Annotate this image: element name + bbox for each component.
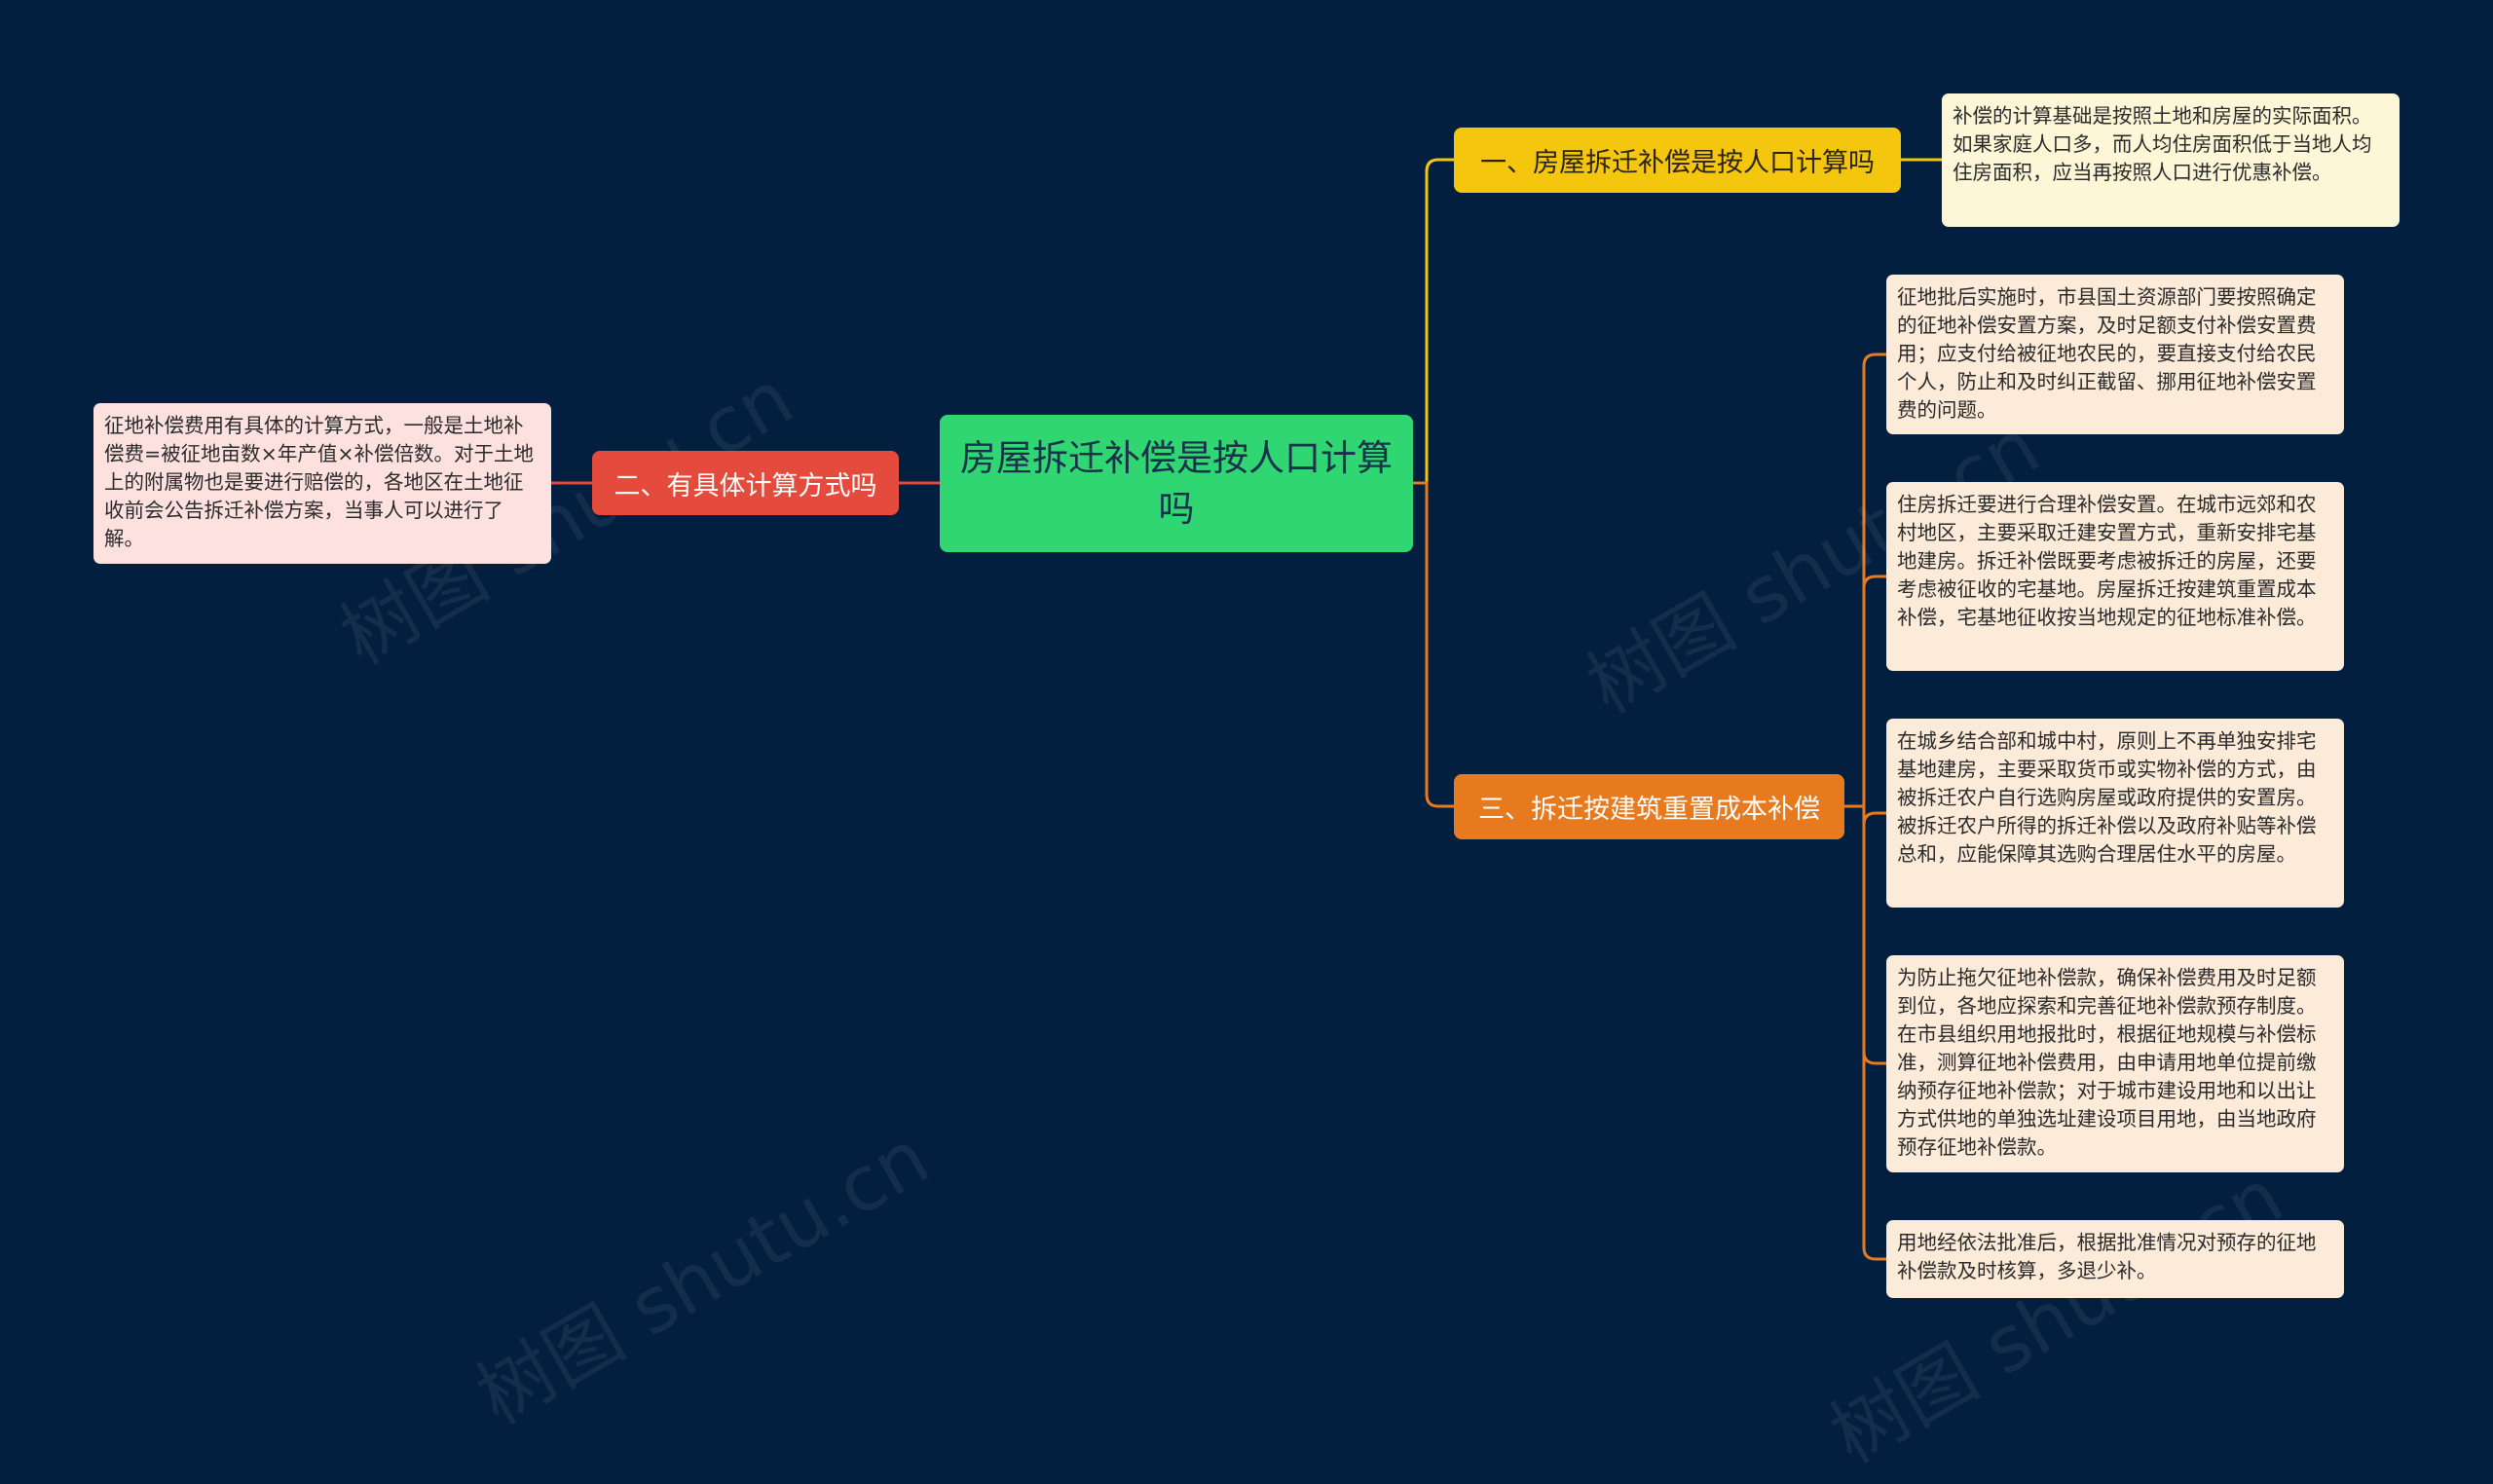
connector-branch3-leaf1 xyxy=(1862,575,1886,806)
branch-1-label: 一、房屋拆迁补偿是按人口计算吗 xyxy=(1480,148,1875,178)
connector-branch3-leaf0 xyxy=(1862,352,1886,806)
branch-2-leaf[interactable]: 征地补偿费用有具体的计算方式，一般是土地补偿费=被征地亩数×年产值×补偿倍数。对… xyxy=(93,403,551,564)
branch-3-leaf-2[interactable]: 住房拆迁要进行合理补偿安置。在城市远郊和农村地区，主要采取迁建安置方式，重新安排… xyxy=(1886,482,2344,671)
branch-3-leaf-3[interactable]: 在城乡结合部和城中村，原则上不再单独安排宅基地建房，主要采取货币或实物补偿的方式… xyxy=(1886,719,2344,908)
root-topic-label: 房屋拆迁补偿是按人口计算吗 xyxy=(960,436,1393,530)
branch-1-leaf[interactable]: 补偿的计算基础是按照土地和房屋的实际面积。如果家庭人口多，而人均住房面积低于当地… xyxy=(1942,93,2400,227)
branch-1[interactable]: 一、房屋拆迁补偿是按人口计算吗 xyxy=(1454,128,1901,193)
connector-branch3-leaf2 xyxy=(1862,806,1886,826)
branch-3-leaf-5[interactable]: 用地经依法批准后，根据批准情况对预存的征地补偿款及时核算，多退少补。 xyxy=(1886,1220,2344,1298)
branch-2-label: 二、有具体计算方式吗 xyxy=(614,470,877,501)
root-topic[interactable]: 房屋拆迁补偿是按人口计算吗 xyxy=(940,415,1413,552)
branch-3[interactable]: 三、拆迁按建筑重置成本补偿 xyxy=(1454,774,1844,839)
branch-3-leaf-4[interactable]: 为防止拖欠征地补偿款，确保补偿费用及时足额到位，各地应探索和完善征地补偿款预存制… xyxy=(1886,955,2344,1172)
connector-lines xyxy=(551,158,1942,1261)
branch-3-leaf-1[interactable]: 征地批后实施时，市县国土资源部门要按照确定的征地补偿安置方案，及时足额支付补偿安… xyxy=(1886,275,2344,434)
connector-root-branch1 xyxy=(1413,158,1454,485)
branch-2[interactable]: 二、有具体计算方式吗 xyxy=(592,451,899,515)
connector-root-branch3 xyxy=(1413,481,1454,808)
connector-branch3-leaf4 xyxy=(1862,806,1886,1261)
connector-branch3-leaf3 xyxy=(1862,806,1886,1065)
branch-3-label: 三、拆迁按建筑重置成本补偿 xyxy=(1478,795,1820,825)
